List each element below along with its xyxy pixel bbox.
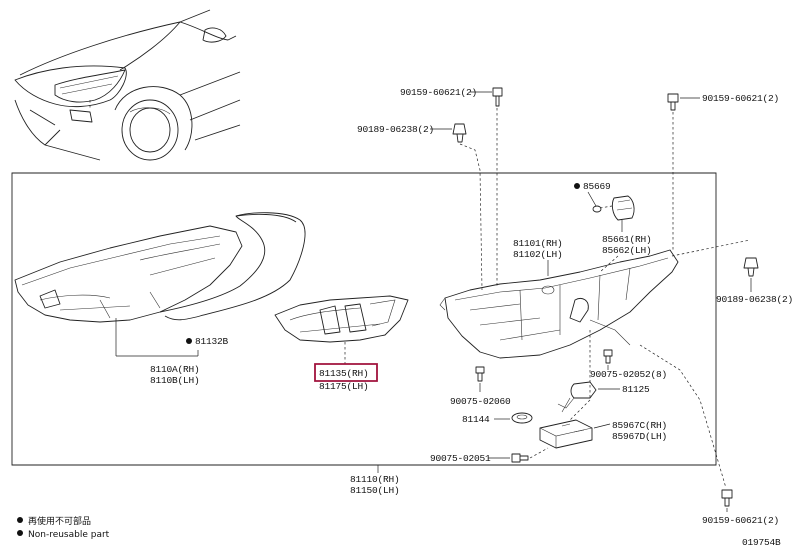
diagram-id: 019754B [742,537,781,548]
label-inner-lamp-rh: 81135(RH) [319,368,369,379]
housing-label: 81101(RH) 81102(LH) [513,238,563,276]
assembly-label: 81110(RH) 81150(LH) [350,465,400,496]
non-reusable-dot-sealant [186,338,192,344]
bolt-top-center: 90159-60621(2) [400,87,503,288]
sealant-81132b: 81132B 8110A(RH) 8110B(LH) [150,212,306,386]
screw-90075-02060: 90075-02060 [450,366,511,407]
label-cap-lh: 85662(LH) [602,245,652,256]
clip-top-left: 90189-06238(2) [357,123,483,291]
highlight-box [314,363,378,382]
label-bolt-top-right: 90159-60621(2) [702,93,779,104]
label-assembly-lh: 81150(LH) [350,485,400,496]
legend: 再使用不可部品 Non-reusable part [17,515,110,540]
leader-bottom-bolt [639,344,727,489]
lamp-unit-left [14,225,243,357]
screw-90075-02051: 90075-02051 [430,447,549,464]
label-computer-rh: 85967C(RH) [612,420,667,431]
legend-en: Non-reusable part [28,530,110,540]
inner-lamp: 81135(RH) 81175(LH) [274,295,409,392]
socket-81125: 81125 [557,381,650,413]
label-bolt-top-center: 90159-60621(2) [400,87,477,98]
label-housing-rh: 81101(RH) [513,238,563,249]
label-lamp-unit-rh: 8110A(RH) [150,364,200,375]
grommet-85669: 85669 [574,181,613,213]
cap-85661: 85661(RH) 85662(LH) [599,195,652,273]
bolt-top-right: 90159-60621(2) [667,93,779,252]
label-housing-lh: 81102(LH) [513,249,563,260]
label-bolt-bottom-right: 90159-60621(2) [702,515,779,526]
bolt-bottom-right: 90159-60621(2) [702,489,779,526]
label-cap-rh: 85661(RH) [602,234,652,245]
label-screw-2: 90075-02052(8) [590,369,667,380]
legend-jp: 再使用不可部品 [28,515,91,527]
vehicle-front-sketch [14,9,241,161]
label-gasket: 81144 [462,414,490,425]
screw-90075-02052: 90075-02052(8) [590,349,667,380]
label-clip-top-left: 90189-06238(2) [357,124,434,135]
legend-dot-en [17,530,23,536]
label-assembly-rh: 81110(RH) [350,474,400,485]
label-sealant: 81132B [195,336,229,347]
computer-module: 85967C(RH) 85967D(LH) [539,330,667,449]
non-reusable-dot [574,183,580,189]
gasket-81144: 81144 [462,412,533,425]
clip-right: 90189-06238(2) [671,239,793,305]
label-computer-lh: 85967D(LH) [612,431,667,442]
headlamp-housing [439,249,679,359]
label-clip-right: 90189-06238(2) [716,294,793,305]
assembly-frame [11,172,717,466]
legend-dot-jp [17,517,23,523]
label-screw-1: 90075-02060 [450,396,511,407]
label-socket: 81125 [622,384,650,395]
label-grommet: 85669 [583,181,611,192]
label-inner-lamp-lh: 81175(LH) [319,381,369,392]
label-screw-3: 90075-02051 [430,453,491,464]
label-lamp-unit-lh: 8110B(LH) [150,375,200,386]
